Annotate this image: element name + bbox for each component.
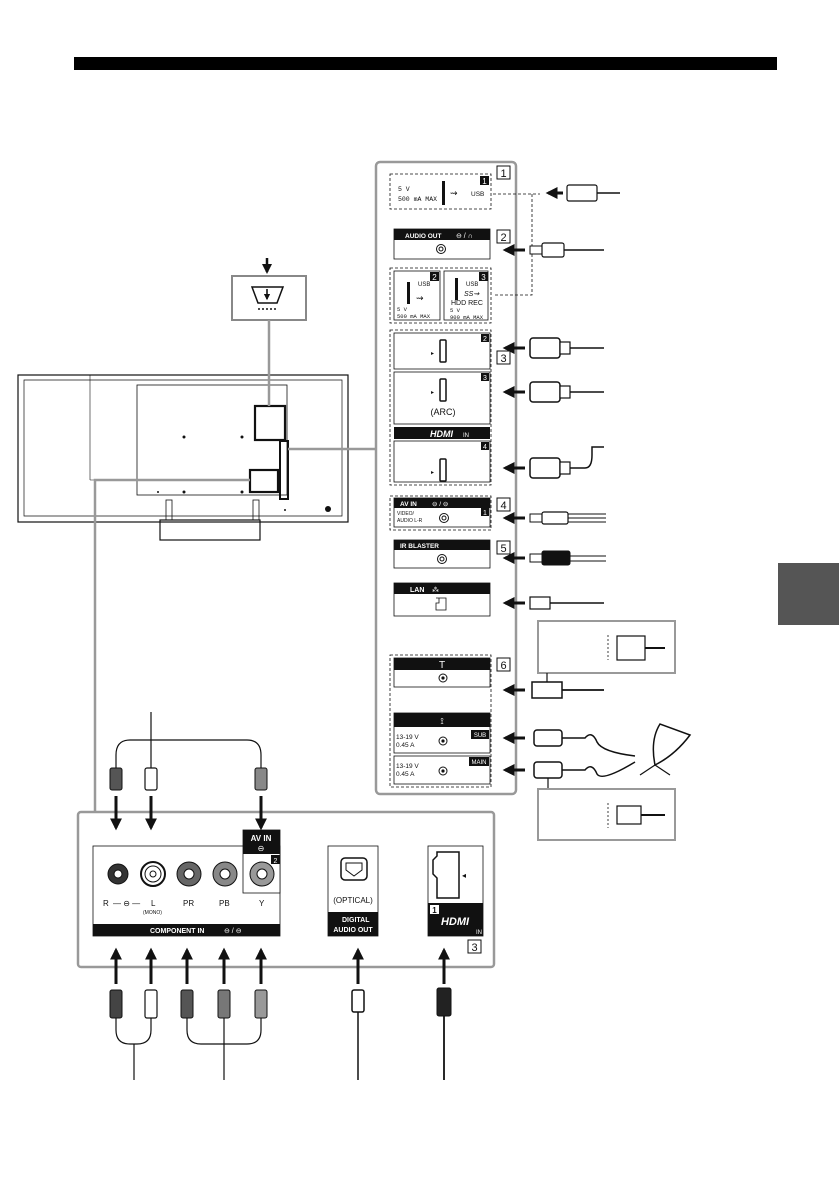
svg-text:LAN: LAN	[410, 587, 424, 594]
component-icon: ⊖ / ⊖	[224, 928, 242, 935]
satellite-dish-icon: ⟟	[440, 716, 443, 726]
svg-text:HDMI: HDMI	[441, 916, 470, 928]
callout-leader-bottom	[93, 478, 250, 812]
svg-text:IN: IN	[463, 433, 469, 439]
usb-icon: ⇝	[416, 293, 424, 303]
svg-text:AUDIO OUT: AUDIO OUT	[405, 233, 442, 240]
svg-text:USB: USB	[466, 282, 478, 288]
wall-mount-callout	[231, 258, 307, 321]
svg-text:4: 4	[483, 444, 487, 451]
svg-text:3: 3	[483, 375, 487, 382]
svg-text:6: 6	[500, 660, 506, 672]
svg-text:HDD REC: HDD REC	[451, 300, 483, 307]
rca-jacks	[107, 861, 275, 887]
svg-text:1: 1	[500, 168, 506, 180]
audio-input-arrow: — ⊖ —	[113, 899, 140, 908]
svg-text:PB: PB	[219, 899, 230, 908]
side-cables	[493, 184, 692, 841]
headphone-icon: ⊖ / ∩	[456, 233, 473, 240]
svg-text:13-19 V: 13-19 V	[396, 734, 419, 741]
panel-num-3: 3	[496, 350, 511, 365]
top-rca-cables	[109, 712, 268, 831]
tv-screw-dots	[157, 435, 331, 512]
svg-text:3: 3	[471, 942, 477, 954]
svg-text:0.45 A: 0.45 A	[396, 771, 415, 778]
svg-text:IN: IN	[476, 930, 482, 936]
svg-text:2: 2	[483, 336, 487, 343]
svg-text:5 V: 5 V	[397, 306, 408, 313]
usb-icon: ⇝	[450, 188, 458, 198]
svg-text:▸: ▸	[431, 351, 434, 357]
svg-text:500 mA MAX: 500 mA MAX	[397, 313, 431, 320]
svg-text:3: 3	[500, 353, 506, 365]
svg-text:2: 2	[432, 273, 437, 282]
panel-num-2: 2	[496, 229, 511, 244]
svg-text:USB: USB	[471, 191, 484, 198]
svg-text:5: 5	[500, 543, 506, 555]
svg-text:AUDIO L-R: AUDIO L-R	[397, 518, 423, 524]
svg-text:0.45 A: 0.45 A	[396, 742, 415, 749]
svg-text:VIDEO/: VIDEO/	[397, 511, 415, 517]
svg-text:COMPONENT IN: COMPONENT IN	[150, 928, 204, 935]
panel-num-5: 5	[496, 540, 511, 555]
svg-text:AUDIO OUT: AUDIO OUT	[333, 927, 373, 934]
svg-text:IR BLASTER: IR BLASTER	[400, 543, 439, 550]
svg-text:(OPTICAL): (OPTICAL)	[333, 896, 373, 905]
svg-text:1: 1	[432, 906, 437, 915]
svg-text:HDMI: HDMI	[430, 429, 453, 439]
panel-num-4: 4	[496, 497, 511, 512]
header-bar	[74, 57, 777, 70]
network-icon: ⁂	[432, 586, 439, 594]
tv-rear-view	[17, 374, 349, 541]
panel-num-6: 6	[496, 657, 511, 672]
svg-text:▸: ▸	[431, 390, 434, 396]
svg-text:900 mA MAX: 900 mA MAX	[450, 314, 484, 321]
svg-text:▸: ▸	[431, 470, 434, 476]
svg-text:(ARC): (ARC)	[431, 407, 456, 417]
av-input-icon: ⊖	[258, 844, 265, 853]
svg-text:1: 1	[482, 177, 487, 186]
svg-text:1: 1	[483, 510, 487, 517]
svg-text:4: 4	[500, 500, 506, 512]
svg-text:500 mA MAX: 500 mA MAX	[398, 196, 437, 203]
svg-text:(MONO): (MONO)	[143, 910, 162, 916]
svg-text:PR: PR	[183, 899, 194, 908]
antenna-icon: T	[439, 660, 445, 671]
svg-text:◂: ◂	[462, 871, 466, 880]
svg-text:2: 2	[500, 232, 506, 244]
svg-text:5 V: 5 V	[398, 186, 410, 193]
svg-text:MAIN: MAIN	[472, 760, 487, 766]
svg-text:3: 3	[481, 273, 486, 282]
svg-text:R: R	[103, 899, 109, 908]
usb-ss-icon: SS⇝	[464, 291, 480, 298]
svg-text:DIGITAL: DIGITAL	[342, 917, 370, 924]
svg-text:AV IN: AV IN	[251, 834, 272, 843]
side-tab	[778, 563, 839, 625]
svg-text:5 V: 5 V	[450, 307, 461, 314]
svg-text:USB: USB	[418, 282, 430, 288]
svg-text:AV IN: AV IN	[400, 501, 417, 508]
input-icon: ⊖ / ⊖	[432, 501, 449, 508]
svg-text:Y: Y	[259, 899, 265, 908]
svg-text:L: L	[151, 899, 156, 908]
bottom-cables	[109, 947, 452, 1080]
svg-text:2: 2	[274, 858, 278, 865]
svg-text:13-19 V: 13-19 V	[396, 763, 419, 770]
svg-text:SUB: SUB	[474, 733, 486, 739]
panel-num-1: 1	[496, 165, 511, 180]
